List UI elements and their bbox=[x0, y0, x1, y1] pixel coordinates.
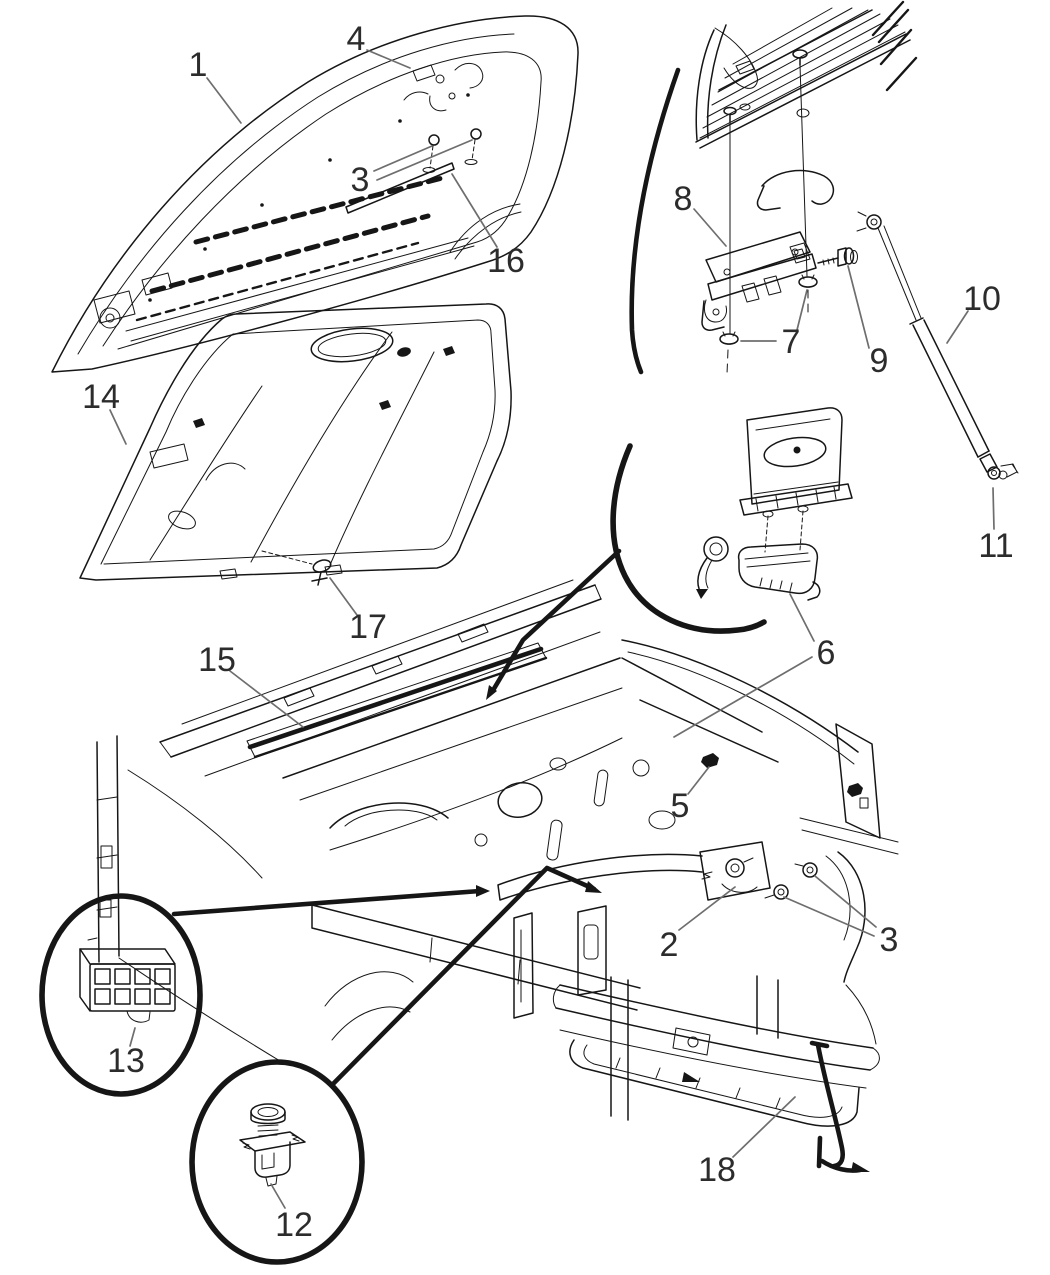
clip-retainer bbox=[239, 1103, 306, 1187]
hood-molding-strip bbox=[345, 162, 455, 214]
release-handle bbox=[737, 543, 821, 601]
detail-arc bbox=[629, 67, 681, 375]
inset-pointer bbox=[329, 865, 597, 1088]
callout-7: 7 bbox=[782, 323, 801, 361]
callout-17: 17 bbox=[349, 608, 387, 646]
clip-inset bbox=[189, 865, 602, 1265]
callout-9: 9 bbox=[870, 342, 889, 380]
inset-pointer bbox=[171, 888, 483, 917]
latch-bolt bbox=[794, 862, 818, 878]
callout-6: 6 bbox=[817, 634, 836, 672]
latch-bolt bbox=[764, 884, 789, 900]
release-cable bbox=[696, 536, 729, 599]
callout-8: 8 bbox=[674, 180, 693, 218]
callout-15: 15 bbox=[198, 641, 236, 679]
body-sill-band bbox=[695, 0, 918, 149]
callout-5: 5 bbox=[671, 787, 690, 825]
cowl-clip bbox=[847, 783, 863, 797]
callouts: 1 4 3 16 14 17 15 8 7 9 10 11 6 5 2 3 13… bbox=[82, 20, 1014, 1244]
left-pillar bbox=[87, 735, 120, 963]
callout-16: 16 bbox=[487, 242, 525, 280]
callout-14: 14 bbox=[82, 378, 120, 416]
hood-bumper-studs bbox=[422, 128, 482, 173]
callout-18: 18 bbox=[698, 1151, 736, 1189]
hood-hinge-corner bbox=[93, 272, 173, 329]
front-end-drawing bbox=[87, 579, 899, 1127]
callout-13: 13 bbox=[107, 1042, 145, 1080]
hood-inner-rib bbox=[149, 213, 431, 294]
gas-strut-drawing bbox=[856, 211, 1019, 480]
hinge-detail-drawing bbox=[629, 0, 918, 375]
inset-pointer bbox=[489, 548, 622, 695]
callout-12: 12 bbox=[275, 1206, 313, 1244]
hood-latch bbox=[699, 841, 771, 901]
wiring-connector bbox=[79, 948, 176, 1023]
callout-11: 11 bbox=[978, 527, 1013, 565]
connector-inset bbox=[39, 885, 490, 1097]
shoulder-screw bbox=[817, 247, 858, 267]
prop-rod-drawing bbox=[809, 1040, 870, 1173]
push-pin-fastener bbox=[261, 550, 332, 586]
push-nut bbox=[719, 331, 739, 375]
inset-circle bbox=[610, 443, 767, 634]
push-nut bbox=[798, 274, 818, 288]
hood-silencer-pad-drawing bbox=[79, 303, 512, 581]
callout-2: 2 bbox=[660, 926, 679, 964]
callout-10: 10 bbox=[963, 280, 1001, 318]
release-handle-inset bbox=[486, 407, 853, 700]
inset-circle bbox=[39, 893, 203, 1097]
hood-latch-striker bbox=[403, 63, 484, 112]
inset-circle bbox=[189, 1059, 365, 1265]
hinge-bracket bbox=[701, 231, 817, 331]
leader-lines bbox=[109, 49, 995, 1209]
ball-stud bbox=[987, 463, 1019, 480]
callout-1: 1 bbox=[189, 46, 208, 84]
hood-inner-rib bbox=[135, 241, 420, 322]
hood-inner-rib bbox=[193, 174, 449, 245]
callout-3-top: 3 bbox=[351, 161, 370, 199]
hinge-bolt bbox=[723, 103, 751, 335]
hinge-bolt bbox=[792, 49, 809, 317]
cowl-clip bbox=[701, 753, 719, 768]
hood-panel-drawing bbox=[51, 15, 579, 373]
callout-3-bottom: 3 bbox=[880, 921, 899, 959]
callout-4: 4 bbox=[347, 20, 366, 58]
